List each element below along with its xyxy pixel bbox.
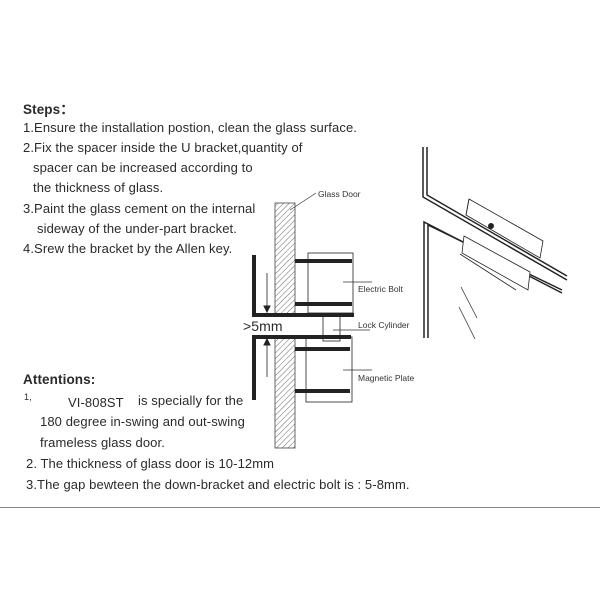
step-line: the thickness of glass. xyxy=(33,180,164,195)
electric-bolt-part xyxy=(252,252,354,317)
electric-bolt-label: Electric Bolt xyxy=(358,284,403,294)
attention-line: 3.The gap bewteen the down-bracket and e… xyxy=(26,477,410,492)
gap-label: >5mm xyxy=(243,318,283,334)
glass-door-label: Glass Door xyxy=(318,189,361,199)
attentions-heading: Attentions: xyxy=(23,372,96,387)
attention-line: 2. The thickness of glass door is 10-12m… xyxy=(26,456,275,471)
attention-line: frameless glass door. xyxy=(40,435,165,450)
attention-line: is specially for the xyxy=(138,393,244,408)
gap-arrows xyxy=(263,273,271,377)
step-line: 4.Srew the bracket by the Allen key. xyxy=(23,241,233,256)
attention-line: 180 degree in-swing and out-swing xyxy=(40,414,245,429)
step-line: spacer can be increased according to xyxy=(33,160,253,175)
model-name: VI-808ST xyxy=(68,395,124,410)
divider xyxy=(0,507,600,508)
steps-heading: Steps： xyxy=(23,102,74,117)
attention-number: 1, xyxy=(24,392,32,402)
step-line: 1.Ensure the installation postion, clean… xyxy=(23,120,357,135)
step-line: 2.Fix the spacer inside the U bracket,qu… xyxy=(23,140,303,155)
step-line: sideway of the under-part bracket. xyxy=(37,221,237,236)
leader-lines xyxy=(289,192,372,371)
magnetic-plate-label: Magnetic Plate xyxy=(358,373,415,383)
lock-cylinder-label: Lock Cylinder xyxy=(358,320,410,330)
perspective-view xyxy=(422,147,568,340)
step-line: 3.Paint the glass cement on the internal xyxy=(23,201,256,216)
magnetic-plate-part xyxy=(252,314,353,403)
